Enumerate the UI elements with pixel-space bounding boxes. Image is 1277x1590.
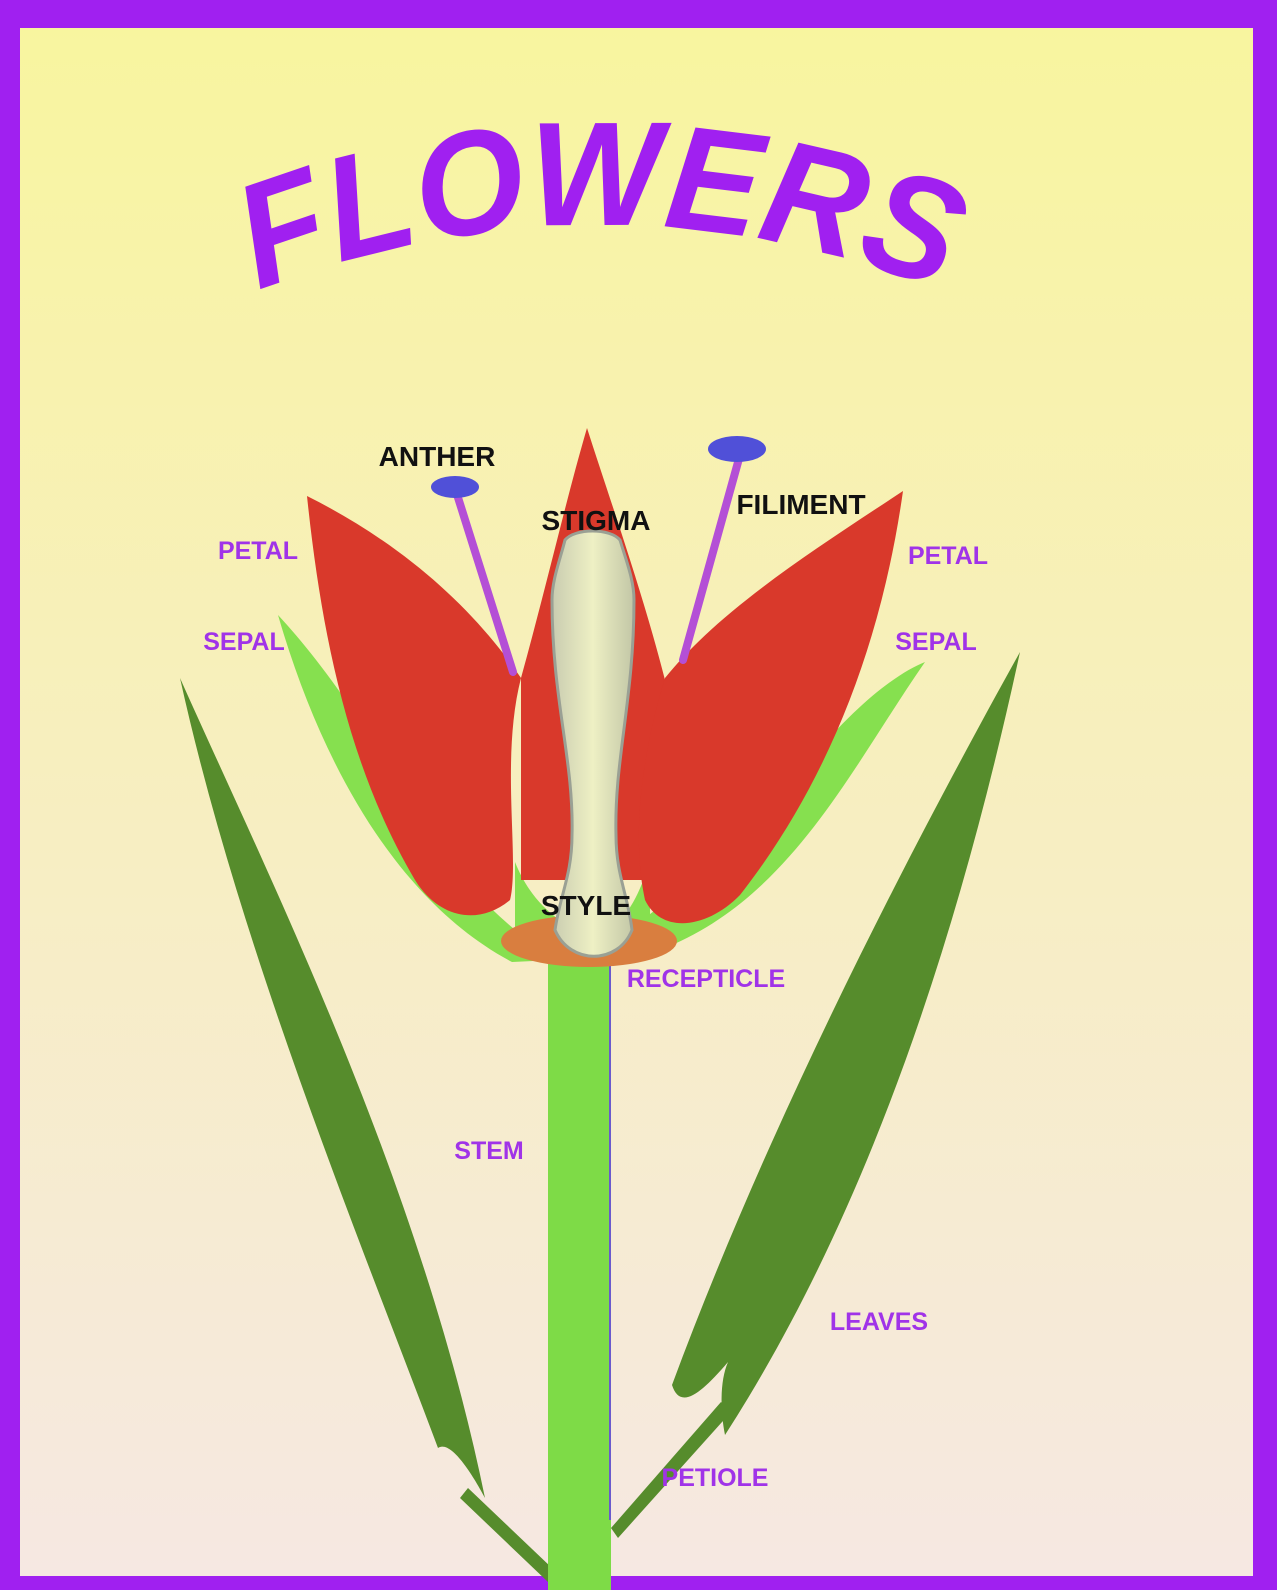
label-petal-left: PETAL — [218, 537, 298, 565]
filament-left — [451, 484, 517, 676]
label-anther: ANTHER — [379, 441, 496, 472]
petal-left — [307, 496, 521, 916]
label-petal-right: PETAL — [908, 542, 988, 570]
label-stigma: STIGMA — [542, 505, 651, 536]
label-filament: FILIMENT — [736, 489, 865, 520]
anther-right — [708, 436, 766, 462]
label-stem: STEM — [454, 1137, 523, 1165]
leaf-right — [672, 652, 1020, 1435]
label-sepal-right: SEPAL — [895, 628, 977, 656]
anther-left — [431, 476, 479, 498]
petiole-left — [460, 1488, 552, 1582]
stem — [548, 960, 611, 1590]
sepal-left — [278, 615, 555, 962]
label-receptacle: RECEPTICLE — [627, 965, 785, 993]
label-style: STYLE — [541, 890, 631, 921]
filament-right — [679, 451, 744, 664]
petal-right — [638, 491, 903, 924]
label-petiole: PETIOLE — [662, 1464, 769, 1492]
sepal-right — [600, 662, 925, 950]
label-sepal-left: SEPAL — [203, 628, 285, 656]
petiole-right — [611, 1402, 731, 1538]
label-leaves: LEAVES — [830, 1308, 928, 1336]
leaf-left — [180, 678, 485, 1498]
pistil — [550, 529, 636, 958]
